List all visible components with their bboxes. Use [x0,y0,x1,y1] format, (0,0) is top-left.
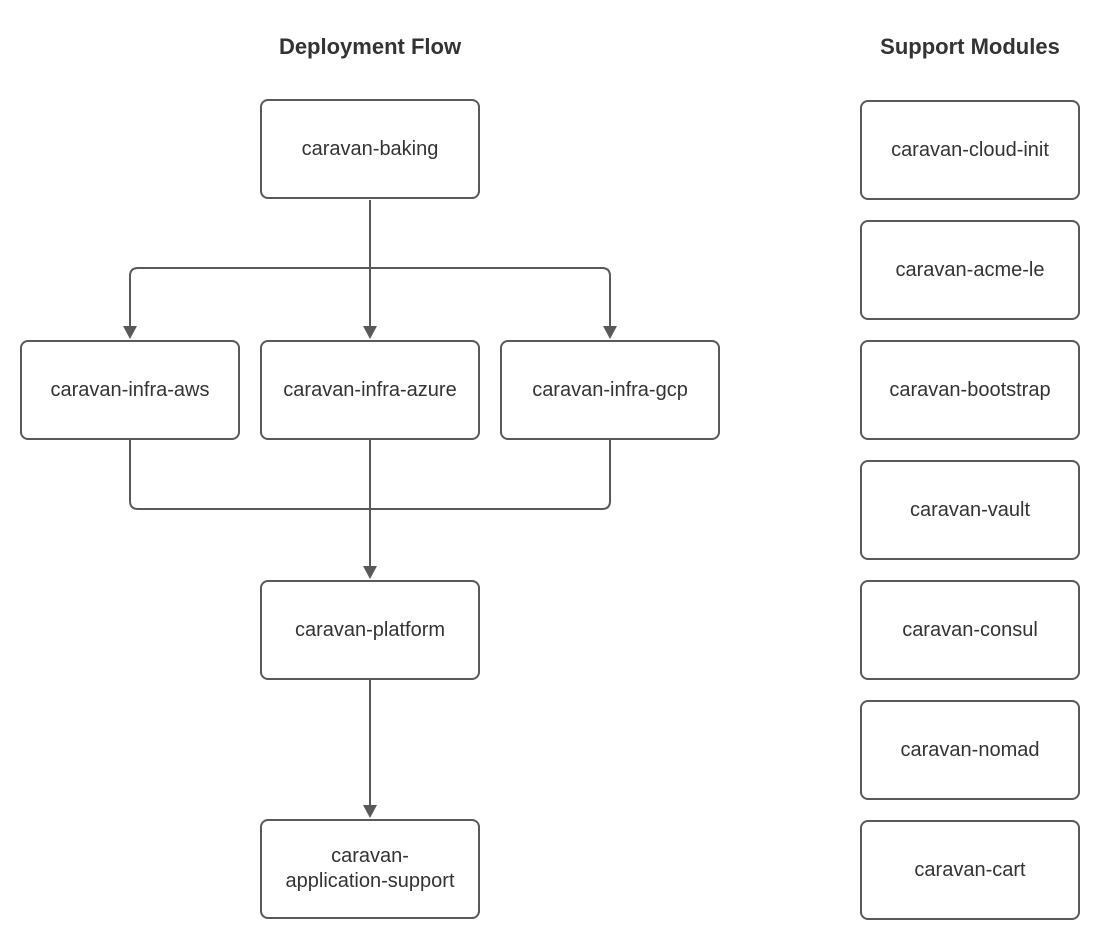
edge-infra-aws-to-platform [129,440,370,510]
flow-node-caravan-infra-aws: caravan-infra-aws [20,340,240,440]
node-label: caravan-consul [902,618,1038,641]
edge-baking-to-infra-aws [129,267,370,327]
node-label: caravan-infra-azure [283,378,457,401]
flow-node-caravan-platform: caravan-platform [260,580,480,680]
arrowhead-platform [363,566,377,579]
node-label: caravan-platform [294,618,446,641]
support-node-caravan-vault: caravan-vault [860,460,1080,560]
support-node-caravan-acme-le: caravan-acme-le [860,220,1080,320]
support-node-caravan-consul: caravan-consul [860,580,1080,680]
node-label: caravan-baking [301,137,439,160]
support-column-title: Support Modules [880,34,1060,59]
node-label: caravan-acme-le [895,258,1045,281]
node-label: caravan-cart [914,858,1026,881]
edge-infra-gcp-to-platform [370,440,611,510]
node-label: caravan-bootstrap [889,378,1051,401]
node-label: caravan- application-support [285,845,455,892]
arrowhead-infra-gcp [603,326,617,339]
flow-node-caravan-baking: caravan-baking [260,99,480,199]
edge-baking-to-infra-gcp [370,267,611,327]
node-label: caravan-vault [909,498,1031,521]
flow-node-caravan-infra-gcp: caravan-infra-gcp [500,340,720,440]
arrowhead-application-support [363,805,377,818]
node-label: caravan-infra-aws [50,378,210,401]
support-node-caravan-bootstrap: caravan-bootstrap [860,340,1080,440]
node-label: caravan-infra-gcp [532,378,688,401]
flow-node-caravan-infra-azure: caravan-infra-azure [260,340,480,440]
arrowhead-infra-aws [123,326,137,339]
node-label: caravan-cloud-init [891,138,1049,161]
support-node-caravan-cloud-init: caravan-cloud-init [860,100,1080,200]
flow-column-title: Deployment Flow [278,34,462,59]
support-node-caravan-nomad: caravan-nomad [860,700,1080,800]
arrowhead-infra-azure [363,326,377,339]
node-label: caravan-nomad [900,738,1040,761]
support-node-caravan-cart: caravan-cart [860,820,1080,920]
flow-node-caravan-application-support: caravan- application-support [260,819,480,919]
